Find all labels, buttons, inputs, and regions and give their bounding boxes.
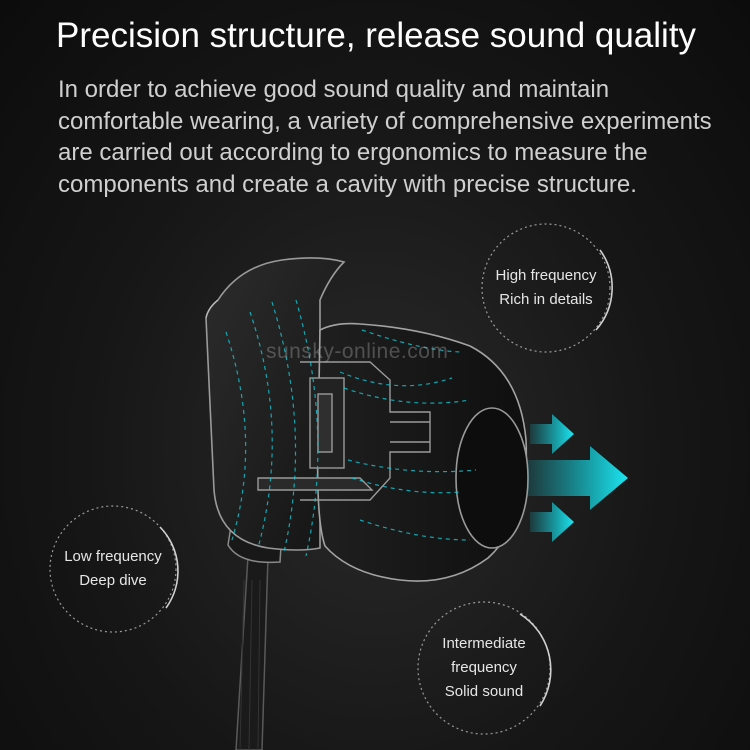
badge-label: Intermediate xyxy=(442,635,526,652)
badge-label: High frequency xyxy=(495,267,597,284)
badge-low-frequency: Low frequency Deep dive xyxy=(52,508,174,630)
badge-high-frequency: High frequency Rich in details xyxy=(484,226,608,350)
earphone-body xyxy=(205,257,346,551)
ear-tip-opening xyxy=(455,407,529,549)
description-line: comfortable wearing, a variety of compre… xyxy=(58,107,712,135)
badge-label: Rich in details xyxy=(499,291,593,308)
description-line: components and create a cavity with prec… xyxy=(58,170,637,198)
sound-arrow-icon xyxy=(528,414,628,542)
description: In order to achieve good sound quality a… xyxy=(58,74,738,200)
badge-label: Solid sound xyxy=(444,683,524,700)
driver-cross-section xyxy=(257,361,431,501)
badge-label: frequency xyxy=(451,659,517,676)
watermark: sunsky-online.com xyxy=(266,340,449,363)
badge-label: Deep dive xyxy=(79,572,147,589)
badge-intermediate-frequency: Intermediate frequency Solid sound xyxy=(420,604,548,732)
description-line: are carried out according to ergonomics … xyxy=(58,139,648,166)
sound-waves xyxy=(225,299,477,557)
description-line: In order to achieve good sound quality a… xyxy=(58,76,610,103)
page-title: Precision structure, release sound quali… xyxy=(56,16,697,55)
badge-label: Low frequency xyxy=(64,548,162,565)
dashed-ring-icon xyxy=(49,223,613,735)
